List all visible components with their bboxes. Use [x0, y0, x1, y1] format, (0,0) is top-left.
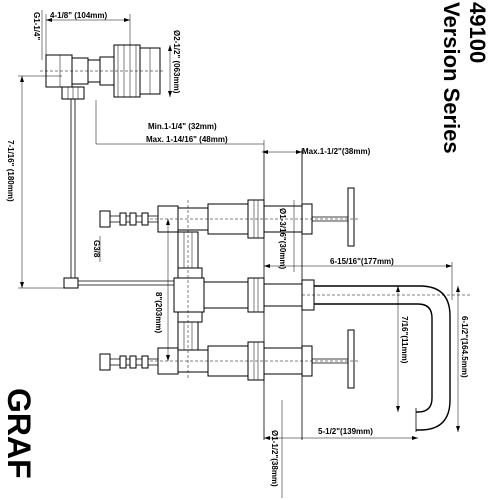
dim-valve-spacing: 8"(203mm) [154, 292, 163, 333]
dim-min-wall: Min.1-1/4" (32mm) [148, 122, 217, 131]
dim-g1: G1-1/4" [32, 12, 41, 40]
dim-width-top: 4-1/8" (104mm) [50, 11, 107, 20]
dim-body-diameter: Ø2-1/2" (063mm) [172, 30, 181, 94]
dim-max-deck: Max.1-1/2"(38mm) [302, 147, 371, 156]
dim-g38: G3/8 [92, 240, 101, 258]
dim-spout-offset: 7/16"(11mm) [400, 316, 409, 364]
dim-spout-height: 6-1/2"(164.5mm) [460, 316, 469, 378]
dimension-lines-right [166, 200, 460, 498]
valve-bottom [99, 329, 360, 389]
model-number: 49100 [465, 2, 490, 63]
graff-logo: GRAF [1, 388, 37, 479]
svg-text:GRAF: GRAF [1, 388, 37, 479]
dim-spout-diameter: Ø1-1/2"(38mm) [270, 430, 279, 487]
valve-top [99, 187, 360, 247]
title-block: 49100 Version Series [439, 2, 490, 154]
dim-valve-diameter: Ø1-3/16"(30mm) [278, 208, 287, 269]
spout-assembly [203, 277, 470, 432]
connecting-pipes [173, 200, 205, 380]
dim-spout-base: 5-1/2"(139mm) [318, 427, 373, 436]
series-name: Version Series [439, 2, 464, 154]
dim-max-wall: Max. 1-14/16" (48mm) [146, 135, 228, 144]
dim-total-height: 7-1/16" (180mm) [6, 140, 15, 202]
dim-spout-reach: 6-15/16"(177mm) [330, 257, 394, 266]
drain-assembly [40, 44, 180, 289]
